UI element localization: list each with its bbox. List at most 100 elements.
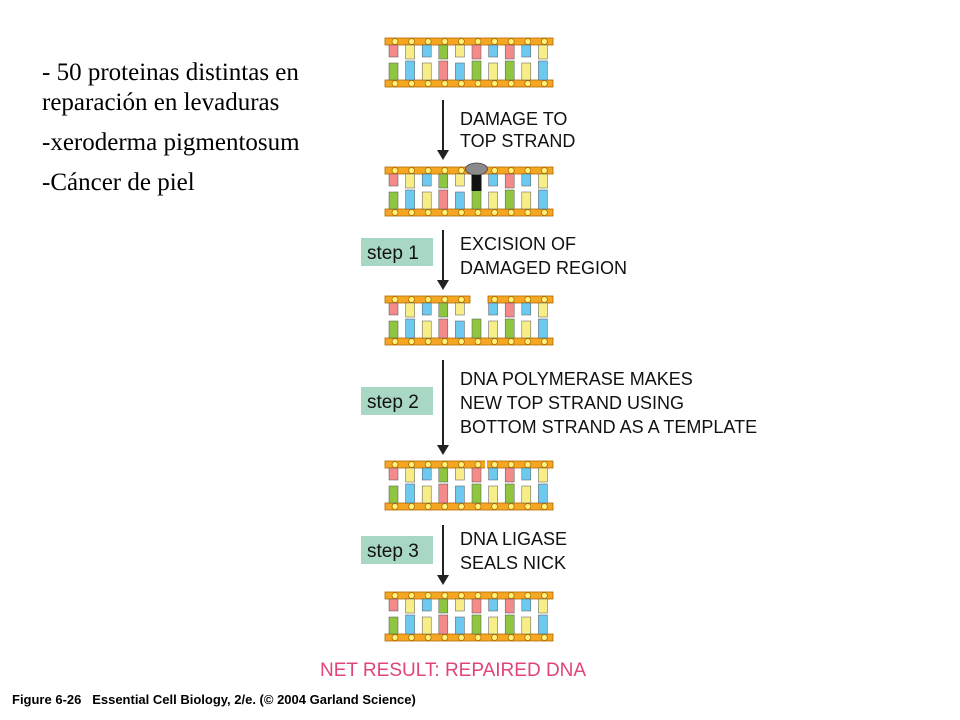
phosphate-node [408, 634, 416, 641]
phosphate-node [541, 209, 548, 216]
top-base [388, 44, 399, 58]
phosphate-node [391, 461, 399, 468]
phosphate-node [541, 38, 548, 45]
phosphate-node [457, 38, 465, 45]
phosphate-node [507, 634, 515, 641]
phosphate-node [474, 80, 482, 87]
top-base [504, 598, 515, 614]
phosphate-node [391, 296, 399, 303]
bullet-item-proteins: - 50 proteinas distintas en reparación e… [42, 59, 299, 116]
damaged-base [471, 175, 482, 191]
bottom-base [471, 483, 482, 504]
phosphate-node [391, 80, 399, 87]
bottom-base [521, 62, 532, 81]
bottom-base [388, 616, 399, 635]
phosphate-node [524, 167, 532, 174]
phosphate-node [491, 80, 499, 87]
backbone [384, 633, 554, 642]
phosphate-node [507, 38, 515, 45]
phosphate-node [441, 503, 449, 510]
phosphate-node [424, 461, 432, 468]
bottom-base [488, 320, 498, 339]
top-base [471, 44, 482, 60]
top-base [538, 173, 548, 189]
phosphate-node [491, 503, 499, 510]
phosphate-node [391, 38, 399, 45]
bottom-base [488, 485, 498, 504]
top-base [488, 44, 498, 58]
bottom-base [538, 483, 548, 504]
phosphate-node [424, 296, 432, 303]
top-base [421, 173, 432, 187]
phosphate-node [408, 338, 416, 345]
bottom-base [471, 614, 482, 635]
top-base [538, 44, 548, 60]
top-base [421, 467, 432, 481]
arrow-4 [437, 525, 449, 585]
phosphate-node [507, 167, 515, 174]
phosphate-node [524, 338, 532, 345]
phosphate-node [441, 296, 449, 303]
phosphate-node [541, 80, 548, 87]
backbone [384, 337, 554, 346]
phosphate-node [507, 503, 515, 510]
phosphate-node [441, 38, 449, 45]
bottom-base [438, 483, 449, 504]
bottom-base [521, 485, 532, 504]
bottom-base [488, 616, 498, 635]
phosphate-node [474, 38, 482, 45]
phosphate-node [441, 338, 449, 345]
phosphate-node [507, 209, 515, 216]
polymerase-label-line2: NEW TOP STRAND USING [460, 393, 684, 413]
top-base [421, 302, 432, 316]
dna-helix [384, 591, 554, 642]
bottom-base [471, 60, 482, 81]
step-1-box: step 1 [361, 238, 433, 266]
ligase-label-line1: DNA LIGASE [460, 529, 567, 549]
backbone [384, 460, 554, 469]
top-base [504, 44, 515, 60]
top-base [455, 467, 465, 481]
phosphate-node [524, 80, 532, 87]
phosphate-node [457, 503, 465, 510]
top-base [405, 44, 415, 60]
phosphate-node [541, 634, 548, 641]
top-base [521, 598, 532, 612]
top-base [521, 467, 532, 481]
phosphate-node [541, 296, 548, 303]
polymerase-label-line1: DNA POLYMERASE MAKES [460, 369, 693, 389]
bottom-base [421, 191, 432, 210]
bottom-base [455, 616, 465, 635]
phosphate-node [491, 461, 499, 468]
top-base [488, 173, 498, 187]
bottom-base [421, 485, 432, 504]
phosphate-node [474, 592, 482, 599]
phosphate-node [491, 338, 499, 345]
bottom-base [388, 320, 399, 339]
backbone [384, 79, 554, 88]
phosphate-node [391, 167, 399, 174]
top-base [504, 467, 515, 483]
phosphate-node [524, 503, 532, 510]
top-base [538, 467, 548, 483]
phosphate-node [408, 38, 416, 45]
phosphate-node [507, 80, 515, 87]
backbone [487, 295, 554, 304]
top-base [504, 173, 515, 189]
ligase-label-line2: SEALS NICK [460, 553, 566, 573]
bottom-base [504, 318, 515, 339]
bottom-base [405, 60, 415, 81]
step-3-box: step 3 [361, 536, 433, 564]
phosphate-node [424, 503, 432, 510]
bottom-base [455, 62, 465, 81]
top-base [455, 44, 465, 58]
phosphate-node [408, 167, 416, 174]
phosphate-node [491, 167, 499, 174]
backbone [384, 502, 554, 511]
phosphate-node [524, 461, 532, 468]
phosphate-node [457, 461, 465, 468]
top-base [438, 44, 449, 60]
phosphate-node [391, 338, 399, 345]
bottom-base [388, 191, 399, 210]
